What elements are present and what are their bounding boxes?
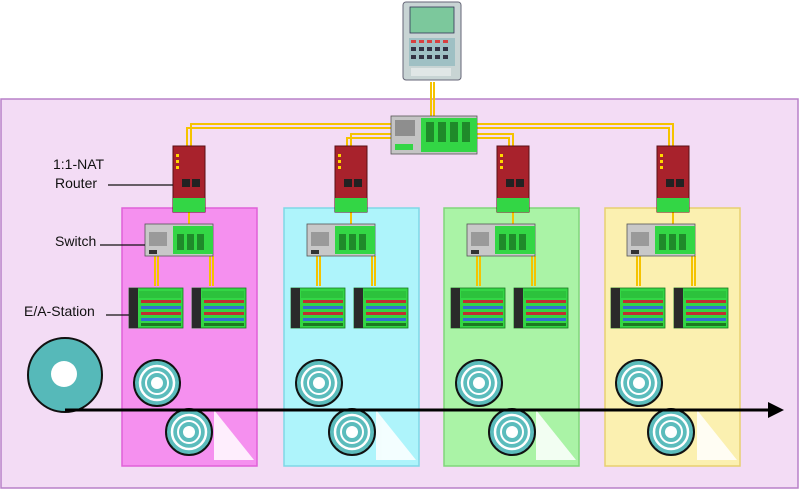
sensor-marks [214, 410, 737, 460]
ethernet-switch-icon [306, 223, 376, 257]
io-station-icon [450, 287, 506, 329]
router-label-line2: Router [55, 175, 98, 191]
roller-icon [164, 407, 214, 457]
router-label-line1: 1:1-NAT [53, 156, 105, 172]
io-station-label: E/A-Station [24, 303, 95, 319]
io-station-icon [353, 287, 409, 329]
nat-router-icon [656, 145, 690, 213]
material-arrow-icon [65, 402, 784, 418]
hmi-panel-icon [402, 1, 462, 81]
io-station-icon [513, 287, 569, 329]
nat-router-icon [496, 145, 530, 213]
io-station-icon [673, 287, 729, 329]
nat-router-icon [334, 145, 368, 213]
backbone-cabling [154, 82, 696, 286]
io-station-icon [290, 287, 346, 329]
backbone-switch-icon [390, 115, 478, 155]
supply-reel-icon [27, 337, 103, 413]
switch-label: Switch [55, 233, 97, 249]
ethernet-switch-icon [466, 223, 536, 257]
roller-icon [294, 358, 344, 408]
roller-icon [614, 358, 664, 408]
io-station-icon [610, 287, 666, 329]
ethernet-switch-icon [626, 223, 696, 257]
label-leaders [100, 184, 173, 316]
io-station-icon [128, 287, 184, 329]
roller-icon [487, 407, 537, 457]
roller-icon [327, 407, 377, 457]
roller-icon [454, 358, 504, 408]
ethernet-switch-icon [144, 223, 214, 257]
roller-icon [132, 358, 182, 408]
nat-router-icon [172, 145, 206, 213]
io-station-icon [191, 287, 247, 329]
roller-icon [646, 407, 696, 457]
